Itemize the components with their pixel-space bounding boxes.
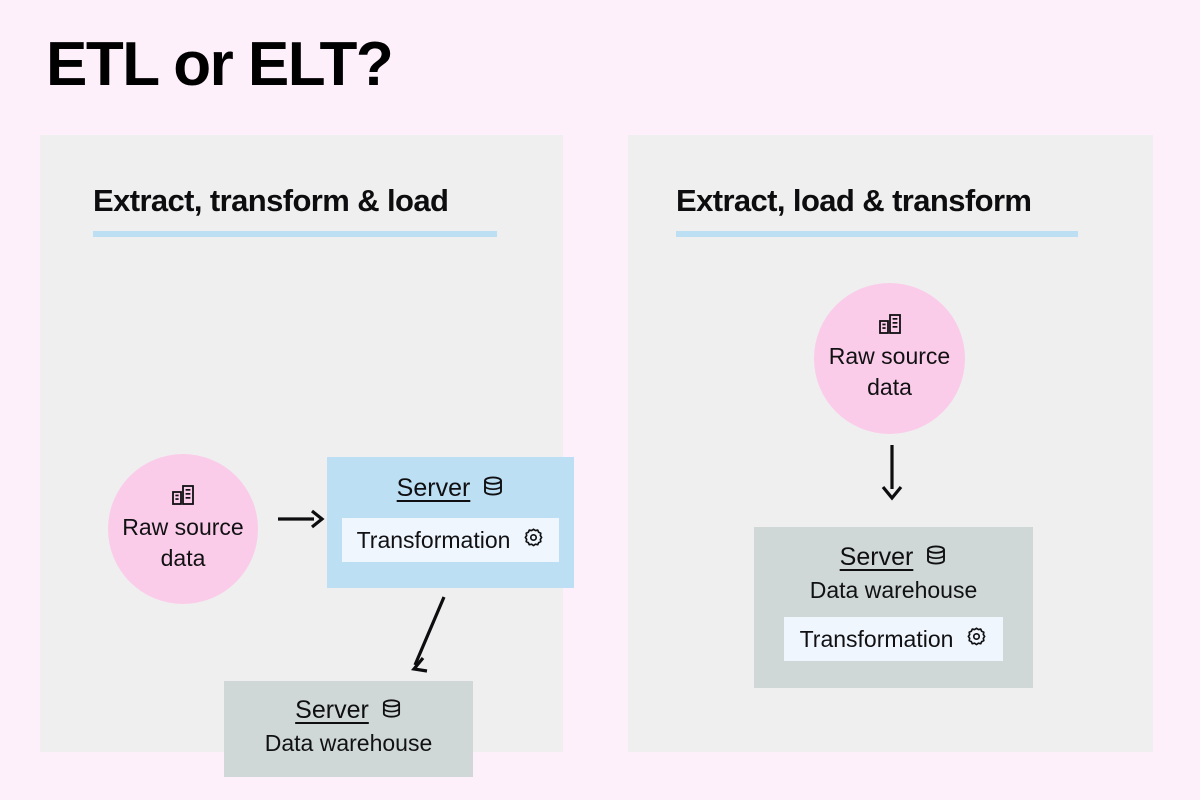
server-title-row: Server <box>840 543 948 572</box>
database-icon <box>381 698 402 724</box>
panel-elt-heading-rule <box>676 231 1078 237</box>
data-warehouse-label: Data warehouse <box>809 577 978 603</box>
page-title: ETL or ELT? <box>46 30 394 99</box>
panel-etl-heading: Extract, transform & load <box>93 183 449 218</box>
database-icon <box>482 475 504 502</box>
server-label: Server <box>295 696 369 724</box>
data-warehouse-label: Data warehouse <box>264 730 433 756</box>
raw-source-data-node-elt[interactable]: Raw source data <box>814 283 965 434</box>
arrow-source-to-warehouse-icon <box>881 445 903 501</box>
raw-source-data-label: Raw source data <box>828 343 951 400</box>
panel-elt: Extract, load & transform <box>628 135 1153 752</box>
transformation-label: Transformation <box>799 625 954 652</box>
gear-icon <box>966 626 987 652</box>
server-box-etl[interactable]: Server Transformation <box>327 457 574 588</box>
database-icon <box>925 544 947 571</box>
transformation-label: Transformation <box>356 526 511 553</box>
transformation-box-etl[interactable]: Transformation <box>342 518 559 562</box>
server-title-row: Server <box>295 696 402 725</box>
server-label: Server <box>839 543 914 571</box>
data-warehouse-box-etl[interactable]: Server Data warehouse <box>224 681 473 777</box>
server-label: Server <box>396 474 471 502</box>
arrow-server-to-warehouse-icon <box>410 596 446 673</box>
raw-source-data-node-etl[interactable]: Raw source data <box>108 454 258 604</box>
data-warehouse-box-elt[interactable]: Server Data warehouse Transformation <box>754 527 1033 688</box>
buildings-icon <box>878 314 901 335</box>
raw-source-data-label: Raw source data <box>122 513 244 571</box>
panel-elt-heading: Extract, load & transform <box>676 183 1032 218</box>
transformation-box-elt[interactable]: Transformation <box>784 617 1003 661</box>
server-title-row: Server <box>397 474 505 503</box>
panel-etl-heading-rule <box>93 231 497 237</box>
panel-etl: Extract, transform & load Raw source dat… <box>40 135 574 777</box>
buildings-icon <box>172 485 194 506</box>
gear-icon <box>523 527 544 553</box>
arrow-source-to-server-icon <box>278 509 325 529</box>
